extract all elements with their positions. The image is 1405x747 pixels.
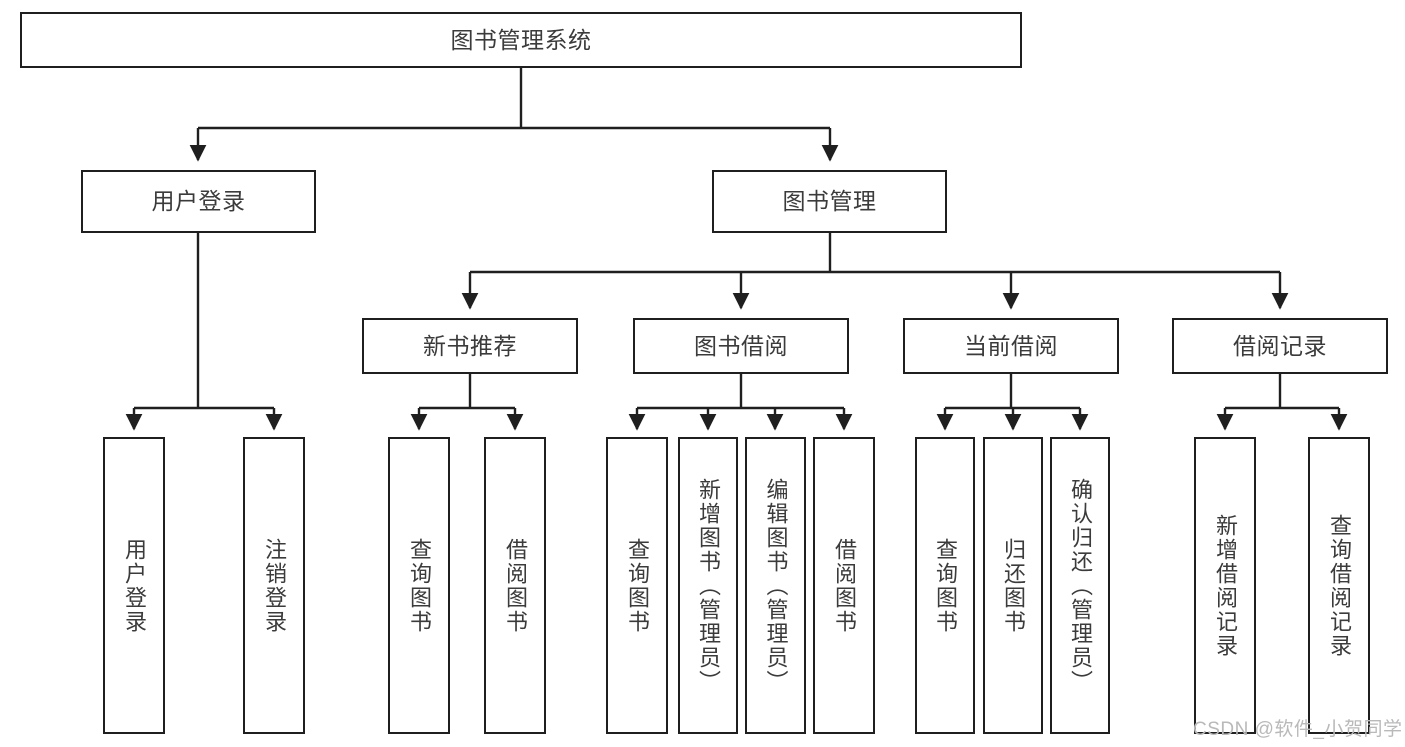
- node-new-book-recommend[interactable]: 新书推荐: [362, 318, 578, 374]
- leaf-query-book-current[interactable]: 查询图书: [915, 437, 975, 734]
- leaf-borrow-book[interactable]: 借阅图书: [813, 437, 875, 734]
- node-current-borrow[interactable]: 当前借阅: [903, 318, 1119, 374]
- leaf-query-book-current-label: 查询图书: [933, 537, 958, 634]
- leaf-query-book-borrow[interactable]: 查询图书: [606, 437, 668, 734]
- node-new-book-recommend-label: 新书推荐: [423, 332, 517, 359]
- node-borrow-record[interactable]: 借阅记录: [1172, 318, 1388, 374]
- leaf-add-borrow-record-label: 新增借阅记录: [1213, 513, 1238, 658]
- leaf-add-book-admin[interactable]: 新增图书（管理员）: [678, 437, 738, 734]
- leaf-edit-book-admin-label: 编辑图书（管理员）: [763, 477, 789, 694]
- leaf-user-login-label: 用户登录: [122, 537, 147, 634]
- leaf-confirm-return-admin[interactable]: 确认归还（管理员）: [1050, 437, 1110, 734]
- node-user-login-label: 用户登录: [151, 188, 246, 215]
- user-login-to-leaves-connectors: [125, 233, 283, 431]
- new-book-recommend-to-leaves-connectors: [410, 374, 524, 431]
- leaf-query-borrow-record[interactable]: 查询借阅记录: [1308, 437, 1370, 734]
- node-book-borrow[interactable]: 图书借阅: [633, 318, 849, 374]
- node-root[interactable]: 图书管理系统: [20, 12, 1022, 68]
- leaf-add-book-admin-label: 新增图书（管理员）: [696, 477, 721, 694]
- leaf-return-book[interactable]: 归还图书: [983, 437, 1043, 734]
- leaf-query-book-recommend-label: 查询图书: [407, 537, 432, 634]
- leaf-logout-label: 注销登录: [262, 537, 287, 634]
- leaf-edit-book-admin[interactable]: 编辑图书（管理员）: [745, 437, 806, 734]
- node-root-label: 图书管理系统: [450, 26, 592, 53]
- leaf-query-book-recommend[interactable]: 查询图书: [388, 437, 450, 734]
- node-book-management-label: 图书管理: [782, 188, 877, 215]
- csdn-watermark: CSDN @软件_小贺同学: [1193, 719, 1403, 740]
- leaf-logout[interactable]: 注销登录: [243, 437, 305, 734]
- leaf-query-borrow-record-label: 查询借阅记录: [1327, 513, 1352, 658]
- current-borrow-to-leaves-connectors: [936, 374, 1089, 431]
- leaf-borrow-book-recommend[interactable]: 借阅图书: [484, 437, 546, 734]
- book-borrow-to-leaves-connectors: [628, 374, 853, 431]
- book-management-to-level3-connectors: [461, 233, 1289, 310]
- borrow-record-to-leaves-connectors: [1216, 374, 1348, 431]
- node-borrow-record-label: 借阅记录: [1233, 332, 1327, 359]
- node-current-borrow-label: 当前借阅: [964, 332, 1058, 359]
- leaf-borrow-book-recommend-label: 借阅图书: [503, 537, 528, 634]
- node-book-management[interactable]: 图书管理: [712, 170, 947, 233]
- leaf-confirm-return-admin-label: 确认归还（管理员）: [1068, 477, 1093, 694]
- node-book-borrow-label: 图书借阅: [694, 332, 788, 359]
- node-user-login[interactable]: 用户登录: [81, 170, 316, 233]
- leaf-user-login[interactable]: 用户登录: [103, 437, 165, 734]
- leaf-add-borrow-record[interactable]: 新增借阅记录: [1194, 437, 1256, 734]
- leaf-return-book-label: 归还图书: [1001, 537, 1026, 634]
- leaf-query-book-borrow-label: 查询图书: [625, 537, 650, 634]
- root-to-level2-connectors: [189, 68, 839, 162]
- leaf-borrow-book-label: 借阅图书: [832, 537, 857, 634]
